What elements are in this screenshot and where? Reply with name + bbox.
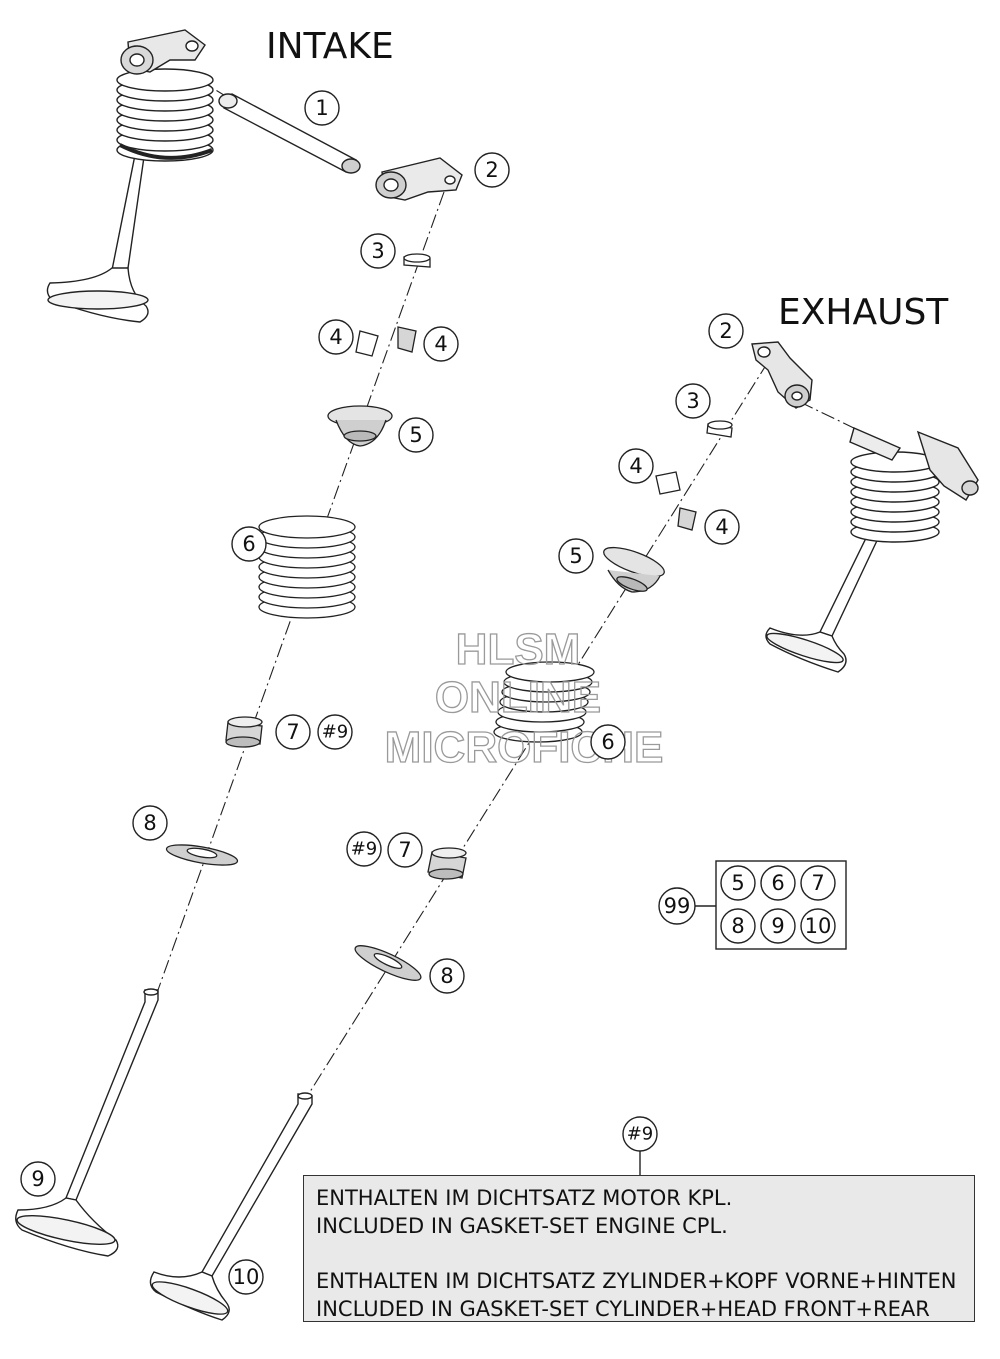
svg-text:HLSM: HLSM <box>456 625 581 674</box>
callout-intake-7[interactable]: 7 <box>275 714 311 750</box>
kit-item-6[interactable]: 6 <box>760 865 796 901</box>
svg-text:7: 7 <box>398 838 411 862</box>
svg-text:10: 10 <box>805 914 832 938</box>
callout-intake-2[interactable]: 2 <box>474 152 510 188</box>
callout-intake-6[interactable]: 6 <box>231 526 267 562</box>
callout-intake-5[interactable]: 5 <box>398 417 434 453</box>
intake-title: INTAKE <box>266 26 394 67</box>
kit-item-10[interactable]: 10 <box>800 908 836 944</box>
callout-exhaust-3[interactable]: 3 <box>675 383 711 419</box>
svg-text:9: 9 <box>31 1167 44 1191</box>
svg-text:2: 2 <box>719 319 732 343</box>
callout-intake-7-ref[interactable]: #9 <box>317 714 353 750</box>
callout-intake-9[interactable]: 9 <box>20 1161 56 1197</box>
exhaust-rocker-arm <box>751 341 813 409</box>
kit-item-7[interactable]: 7 <box>800 865 836 901</box>
intake-valve-cap <box>403 253 431 268</box>
kit-item-9[interactable]: 9 <box>760 908 796 944</box>
note-line-1: ENTHALTEN IM DICHTSATZ MOTOR KPL. <box>316 1186 733 1210</box>
callout-intake-4a[interactable]: 4 <box>318 319 354 355</box>
svg-text:9: 9 <box>771 914 784 938</box>
rocker-shaft <box>218 93 361 174</box>
exhaust-title: EXHAUST <box>778 292 949 333</box>
svg-text:1: 1 <box>315 96 328 120</box>
kit-item-5[interactable]: 5 <box>720 865 756 901</box>
callout-intake-10[interactable]: 10 <box>228 1259 264 1295</box>
svg-text:2: 2 <box>485 158 498 182</box>
callout-exhaust-7[interactable]: 7 <box>387 832 423 868</box>
svg-text:10: 10 <box>233 1265 260 1289</box>
note-line-3: ENTHALTEN IM DICHTSATZ ZYLINDER+KOPF VOR… <box>316 1269 957 1293</box>
intake-valve-assembly <box>46 29 214 323</box>
callout-exhaust-4b[interactable]: 4 <box>704 509 740 545</box>
intake-valve-stem-seal <box>225 716 263 748</box>
callout-exhaust-4a[interactable]: 4 <box>618 448 654 484</box>
svg-text:6: 6 <box>601 730 614 754</box>
svg-text:99: 99 <box>664 894 691 918</box>
exhaust-valve <box>149 1092 313 1321</box>
callout-intake-8[interactable]: 8 <box>132 805 168 841</box>
intake-spring-seat <box>165 844 239 866</box>
callout-intake-4b[interactable]: 4 <box>423 326 459 362</box>
exhaust-valve-cotters <box>655 471 697 531</box>
svg-text:3: 3 <box>371 239 384 263</box>
svg-text:4: 4 <box>715 515 728 539</box>
exhaust-spring-seat <box>354 945 422 981</box>
callout-exhaust-7-ref[interactable]: #9 <box>346 831 382 867</box>
callout-exhaust-5[interactable]: 5 <box>558 538 594 574</box>
svg-text:4: 4 <box>434 332 447 356</box>
callout-exhaust-2[interactable]: 2 <box>708 313 744 349</box>
svg-text:8: 8 <box>440 964 453 988</box>
exhaust-valve-spring <box>493 661 595 743</box>
note-line-2: INCLUDED IN GASKET-SET ENGINE CPL. <box>316 1214 728 1238</box>
exhaust-valve-stem-seal <box>427 847 467 880</box>
intake-spring-retainer <box>327 405 393 447</box>
note-line-4: INCLUDED IN GASKET-SET CYLINDER+HEAD FRO… <box>316 1297 930 1321</box>
svg-text:5: 5 <box>569 544 582 568</box>
intake-valve <box>15 988 159 1257</box>
svg-text:ONLINE: ONLINE <box>435 673 601 722</box>
svg-text:6: 6 <box>242 532 255 556</box>
intake-rocker-arm <box>375 157 463 201</box>
exhaust-valve-assembly <box>765 427 979 673</box>
kit-item-8[interactable]: 8 <box>720 908 756 944</box>
callout-intake-1[interactable]: 1 <box>304 90 340 126</box>
svg-text:#9: #9 <box>351 839 378 860</box>
svg-text:7: 7 <box>811 871 824 895</box>
svg-text:4: 4 <box>329 325 342 349</box>
kit-99-group: 99 5 6 7 8 9 10 <box>658 860 847 950</box>
svg-text:8: 8 <box>731 914 744 938</box>
callouts: 1 2 3 4 4 5 6 7 #9 8 9 10 2 3 4 4 5 6 #9… <box>20 90 744 1295</box>
gasket-set-note: ENTHALTEN IM DICHTSATZ MOTOR KPL. INCLUD… <box>303 1175 975 1322</box>
intake-valve-cotters <box>355 326 417 357</box>
intake-valve-spring <box>258 515 356 619</box>
exhaust-spring-retainer <box>603 546 665 593</box>
svg-text:6: 6 <box>771 871 784 895</box>
svg-text:7: 7 <box>286 720 299 744</box>
watermark: HLSM ONLINE MICROFICHE <box>384 624 664 772</box>
svg-text:3: 3 <box>686 389 699 413</box>
callout-note-ref[interactable]: #9 <box>622 1116 658 1152</box>
svg-text:5: 5 <box>409 423 422 447</box>
callout-exhaust-6[interactable]: 6 <box>590 724 626 760</box>
svg-text:8: 8 <box>143 811 156 835</box>
svg-text:#9: #9 <box>322 722 349 743</box>
callout-kit-99[interactable]: 99 <box>658 887 696 925</box>
exhaust-valve-cap <box>706 420 733 438</box>
svg-text:5: 5 <box>731 871 744 895</box>
callout-intake-3[interactable]: 3 <box>360 233 396 269</box>
callout-exhaust-8[interactable]: 8 <box>429 958 465 994</box>
svg-text:#9: #9 <box>627 1124 654 1145</box>
svg-text:4: 4 <box>629 454 642 478</box>
